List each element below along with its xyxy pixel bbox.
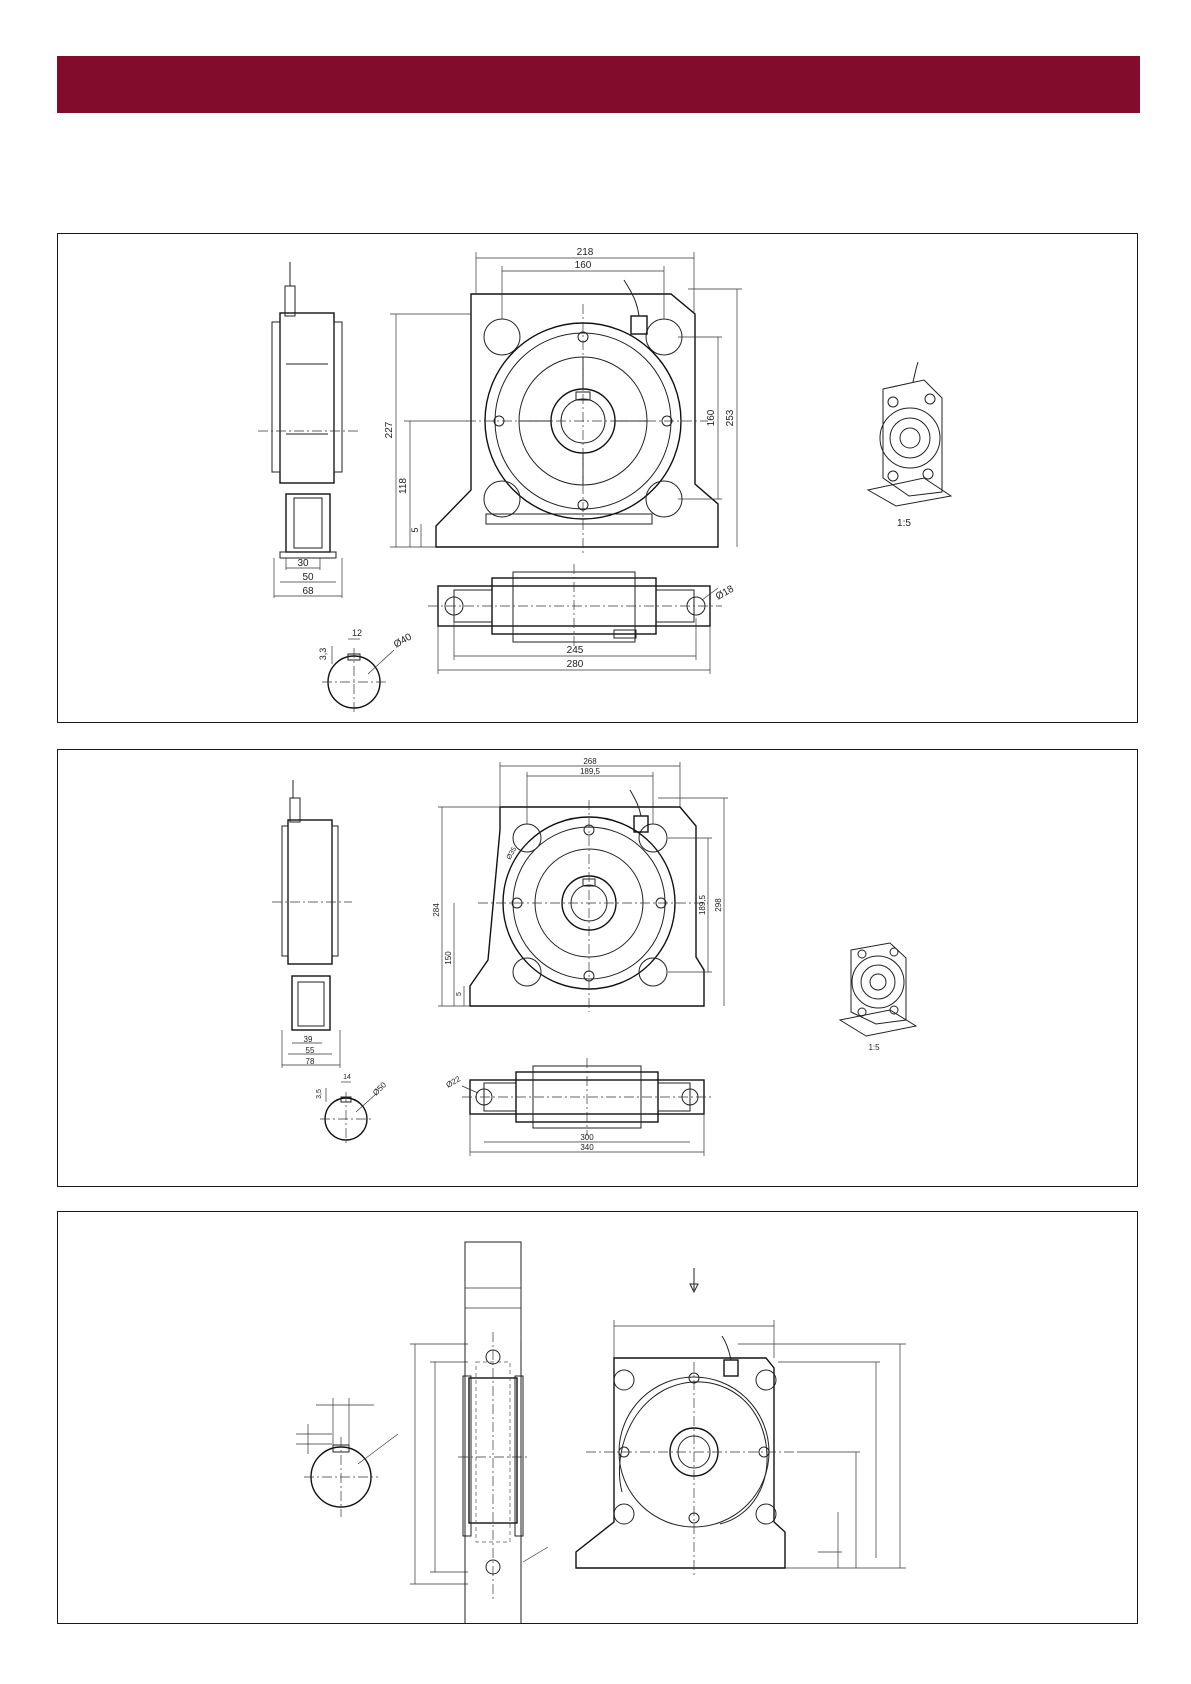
dim-height-right: 298 <box>714 898 723 912</box>
view-arrow <box>690 1268 698 1292</box>
dim-shaft-diameter: Ø50 <box>371 1080 388 1097</box>
side-view <box>410 1242 548 1624</box>
technical-drawing-2: 39 55 78 14 3,5 Ø50 <box>58 750 1138 1187</box>
dim-base-245: 245 <box>567 645 584 656</box>
dim-height-right: 253 <box>725 409 736 426</box>
dim-width-bolt: 189,5 <box>580 767 601 776</box>
dim-height-bolt: 160 <box>706 409 717 426</box>
front-view <box>576 1320 906 1578</box>
dim-height-total: 284 <box>432 903 441 917</box>
dim-shaft-diameter: Ø40 <box>392 631 414 650</box>
side-dimensions: 39 55 78 <box>282 1030 340 1068</box>
drawing-panel-1: 30 50 68 12 3,3 Ø40 <box>57 233 1138 723</box>
scale-label: 1:5 <box>897 518 911 529</box>
front-view <box>470 790 708 1012</box>
dim-key-depth: 3,3 <box>318 648 328 661</box>
dim-height-total: 227 <box>384 421 395 438</box>
front-view <box>436 280 718 554</box>
dim-width-overall: 268 <box>583 757 597 766</box>
dim-foot-thickness: 5 <box>410 527 420 532</box>
dim-height-axis: 118 <box>398 478 409 494</box>
dim-key-width: 14 <box>343 1074 351 1081</box>
header-bar <box>57 56 1140 113</box>
dim-foot-thickness: 5 <box>456 992 463 996</box>
dim-height-axis: 150 <box>444 951 453 965</box>
scale-label: 1:5 <box>868 1043 880 1052</box>
isometric-thumbnail: 1:5 <box>868 362 951 529</box>
dim-bolt-circle: Ø35 <box>506 846 519 861</box>
dim-key-width: 12 <box>352 628 362 638</box>
shaft-section: 12 3,3 Ø40 <box>318 628 414 714</box>
dim-68: 68 <box>302 586 314 597</box>
dim-key-depth: 3,5 <box>316 1089 323 1099</box>
drawing-panel-3 <box>57 1211 1138 1624</box>
side-view <box>272 780 352 1030</box>
shaft-section: 14 3,5 Ø50 <box>316 1074 388 1146</box>
side-view <box>258 262 358 558</box>
dim-height-bolt: 189,5 <box>698 894 707 915</box>
dim-width-overall: 218 <box>577 247 594 258</box>
technical-drawing-1: 30 50 68 12 3,3 Ø40 <box>58 234 1138 723</box>
dim-55: 55 <box>306 1046 315 1055</box>
dim-78: 78 <box>306 1057 315 1066</box>
front-dimensions: 268 189,5 284 150 5 189,5 298 Ø35 <box>432 757 728 1006</box>
dim-width-bolt: 160 <box>575 260 592 271</box>
top-view: 300 340 Ø22 <box>445 1058 713 1156</box>
dim-hole-diameter: Ø18 <box>714 583 736 602</box>
dim-50: 50 <box>302 572 314 583</box>
top-view: 245 280 Ø18 <box>428 564 736 674</box>
shaft-section <box>296 1398 398 1517</box>
dim-base-300: 300 <box>580 1133 594 1142</box>
dim-39: 39 <box>304 1035 313 1044</box>
drawing-panel-2: 39 55 78 14 3,5 Ø50 <box>57 749 1138 1187</box>
side-dimensions: 30 50 68 <box>274 558 342 598</box>
front-dimensions: 218 160 227 118 5 160 253 <box>384 247 742 547</box>
dim-hole-diameter: Ø22 <box>445 1074 463 1090</box>
dim-30: 30 <box>297 558 309 569</box>
dim-base-340: 340 <box>580 1143 594 1152</box>
isometric-thumbnail: 1:5 <box>840 943 916 1052</box>
dim-base-280: 280 <box>567 659 584 670</box>
technical-drawing-3 <box>58 1212 1138 1624</box>
